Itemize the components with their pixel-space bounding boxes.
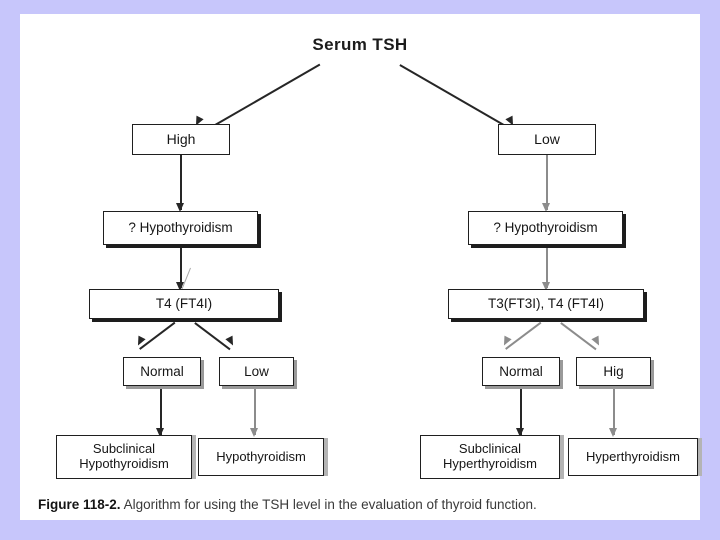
arrowhead-right-suspicion-to-test: [542, 282, 550, 291]
page-title: Serum TSH: [312, 35, 408, 54]
connector-left-suspicion-to-test: [180, 248, 182, 288]
connector-left-high-to-suspicion: [180, 155, 182, 210]
node-left-test[interactable]: T4 (FT4I): [89, 289, 279, 319]
arrowhead-right-normal-to-diagnosis: [516, 428, 524, 437]
arrowhead-left-high-to-suspicion: [176, 203, 184, 212]
connector-right-high-to-diagnosis: [613, 389, 615, 435]
connector-right-low-to-suspicion: [546, 155, 548, 210]
figure-caption: Figure 118-2. Algorithm for using the TS…: [38, 497, 688, 512]
node-left-outcome-low[interactable]: Low: [219, 357, 294, 386]
connector-left-normal-to-diagnosis: [160, 389, 162, 435]
arrowhead-right-high-to-diagnosis: [609, 428, 617, 437]
connector-left-low-to-diagnosis: [254, 389, 256, 435]
node-right-diagnosis-overt[interactable]: Hyperthyroidism: [568, 438, 698, 476]
arrowhead-left-suspicion-to-test: [176, 282, 184, 291]
node-left-diagnosis-overt[interactable]: Hypothyroidism: [198, 438, 324, 476]
figure-caption-text: Algorithm for using the TSH level in the…: [123, 497, 537, 512]
node-right-tsh-result[interactable]: Low: [493, 119, 596, 155]
connector-right-test-to-high: [560, 322, 597, 350]
connector-left-test-to-normal: [139, 322, 176, 350]
connector-left-test-to-low: [194, 322, 231, 350]
connector-right-normal-to-diagnosis: [520, 389, 522, 435]
connector-tsh-to-high: [213, 64, 321, 127]
arrowhead-right-low-to-suspicion: [542, 203, 550, 212]
node-right-suspicion[interactable]: ? Hypothyroidism: [468, 211, 623, 245]
node-right-outcome-normal[interactable]: Normal: [482, 357, 560, 386]
node-right-outcome-high[interactable]: Hig: [576, 357, 651, 386]
slide-canvas: Serum TSH High ? Hypothyroidism T4 (FT4I…: [20, 14, 700, 520]
node-right-diagnosis-subclinical[interactable]: Subclinical Hyperthyroidism: [420, 435, 560, 479]
node-right-test[interactable]: T3(FT3I), T4 (FT4I): [448, 289, 644, 319]
node-left-diagnosis-subclinical[interactable]: Subclinical Hypothyroidism: [56, 435, 192, 479]
connector-right-suspicion-to-test: [546, 248, 548, 288]
arrowhead-left-normal-to-diagnosis: [156, 428, 164, 437]
node-left-tsh-result[interactable]: High: [127, 119, 230, 155]
flowchart-figure: Serum TSH High ? Hypothyroidism T4 (FT4I…: [20, 14, 700, 520]
connector-right-test-to-normal: [505, 322, 542, 350]
arrowhead-left-low-to-diagnosis: [250, 428, 258, 437]
node-left-suspicion[interactable]: ? Hypothyroidism: [103, 211, 258, 245]
figure-caption-label: Figure 118-2.: [38, 497, 121, 512]
connector-tsh-to-low: [399, 64, 507, 127]
node-left-outcome-normal[interactable]: Normal: [123, 357, 201, 386]
